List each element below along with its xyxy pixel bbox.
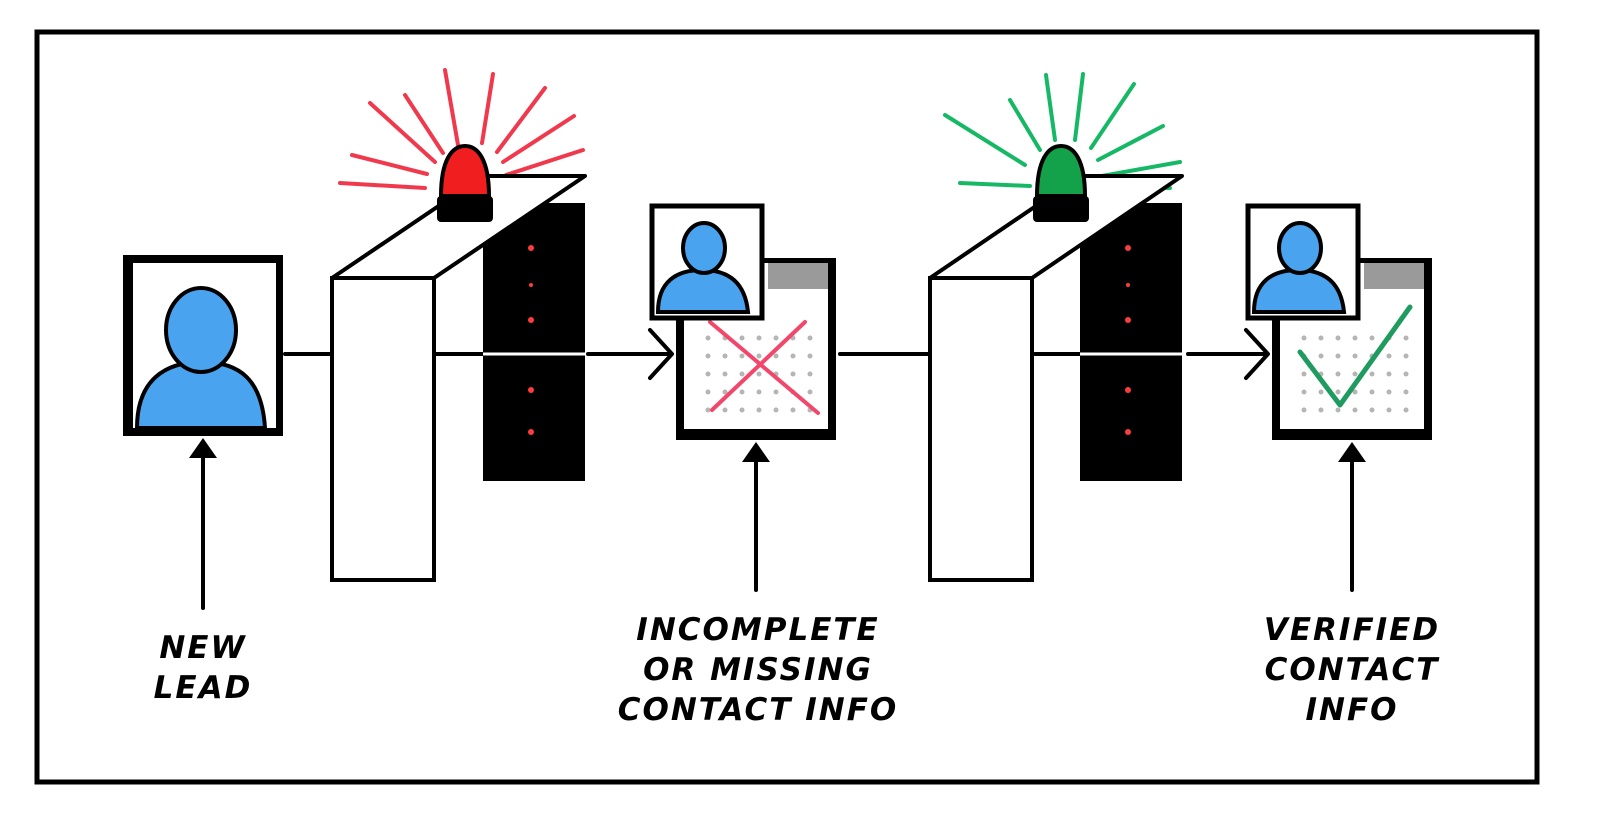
form-dots: [1301, 335, 1409, 413]
arrowhead-up: [189, 438, 217, 458]
sensor-dots: [528, 245, 534, 435]
label-line: CONTACT: [1264, 652, 1440, 688]
incomplete-label: INCOMPLETE OR MISSING CONTACT INFO: [608, 610, 908, 730]
label-line: LEAD: [153, 670, 253, 706]
red-alarm-rays: [338, 68, 585, 190]
new-lead-label: NEW LEAD: [128, 628, 278, 708]
person-thumbnail: [1245, 203, 1361, 321]
green-siren-icon: [1033, 143, 1089, 222]
gate-pass: [928, 72, 1184, 582]
verified-contact-card: [1244, 203, 1432, 440]
person-thumbnail: [649, 203, 765, 321]
check-icon: [1297, 304, 1413, 408]
sensor-dots: [1125, 245, 1131, 435]
verified-label: VERIFIED CONTACT INFO: [1222, 610, 1482, 730]
label-line: VERIFIED: [1263, 612, 1441, 648]
person-icon: [134, 286, 268, 430]
label-line: NEW: [159, 630, 247, 666]
label-line: OR MISSING: [643, 652, 873, 688]
arrowhead-up: [742, 442, 770, 462]
arrowhead-up: [1338, 442, 1366, 462]
incomplete-contact-card: [648, 203, 836, 440]
label-line: INFO: [1305, 692, 1399, 728]
pointer-arrows: [201, 456, 1354, 610]
new-lead-card: [123, 255, 283, 436]
cross-icon: [708, 320, 820, 415]
label-line: INCOMPLETE: [636, 612, 880, 648]
label-line: CONTACT INFO: [617, 692, 899, 728]
gate-alert: [330, 68, 587, 582]
red-siren-icon: [437, 143, 493, 222]
form-dots: [705, 335, 813, 413]
